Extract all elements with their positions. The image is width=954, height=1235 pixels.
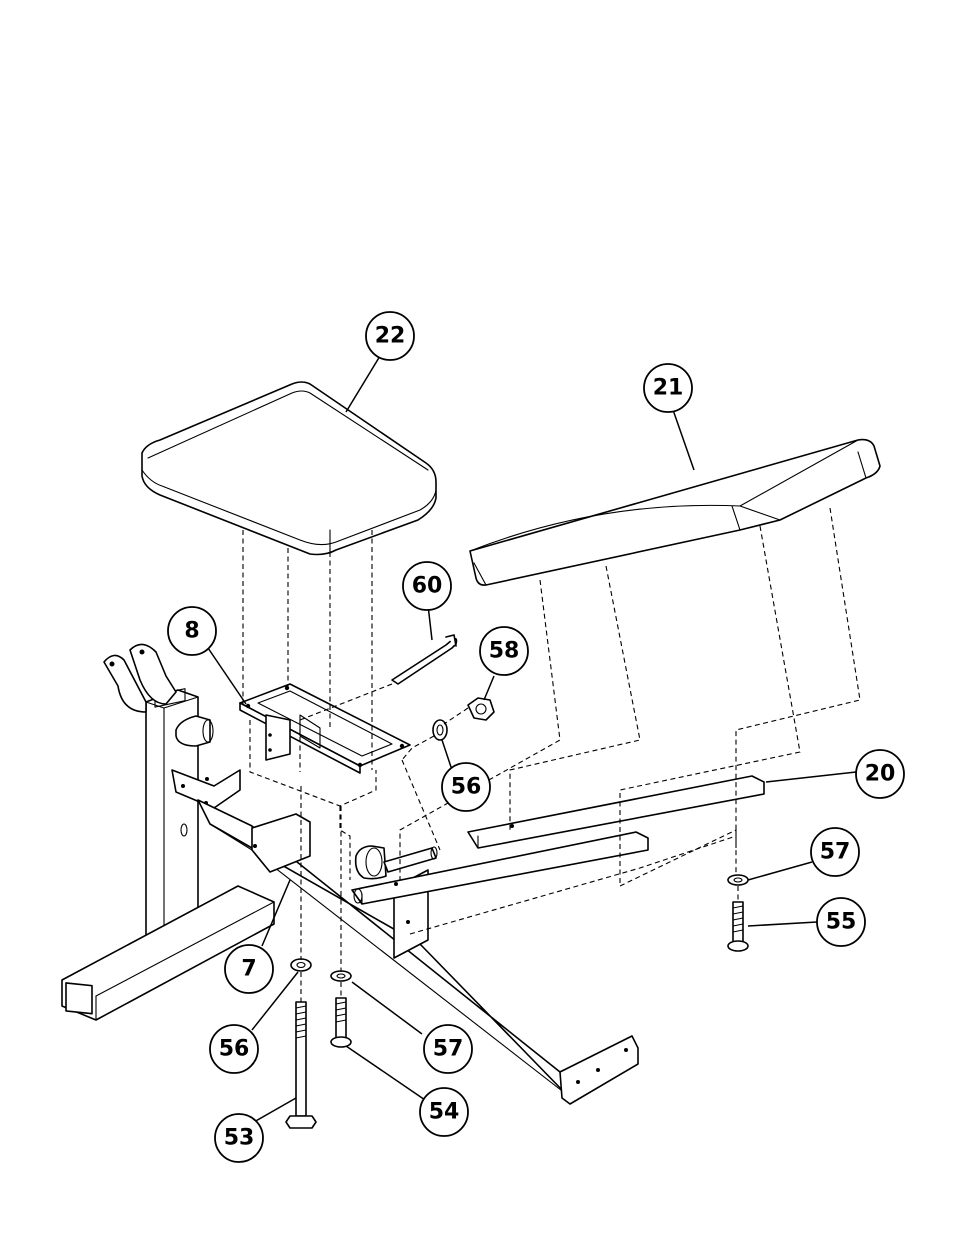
svg-text:60: 60 bbox=[412, 574, 443, 599]
callout-8: 8 bbox=[168, 607, 216, 655]
washer-57-lower bbox=[331, 971, 351, 981]
svg-text:58: 58 bbox=[489, 639, 520, 664]
callout-53: 53 bbox=[215, 1114, 263, 1162]
seat-pad bbox=[142, 382, 436, 555]
svg-text:20: 20 bbox=[865, 762, 896, 787]
main-frame bbox=[62, 644, 638, 1104]
back-pad bbox=[470, 440, 880, 586]
svg-text:54: 54 bbox=[429, 1100, 460, 1125]
callout-21: 21 bbox=[644, 364, 692, 412]
washer-56-lower bbox=[291, 959, 311, 971]
back-support-frame bbox=[352, 776, 764, 904]
callout-55: 55 bbox=[817, 898, 865, 946]
svg-text:8: 8 bbox=[184, 619, 199, 644]
callout-54: 54 bbox=[420, 1088, 468, 1136]
callout-57-lower: 57 bbox=[424, 1025, 472, 1073]
bolt-53 bbox=[286, 1002, 316, 1128]
callout-22: 22 bbox=[366, 312, 414, 360]
callout-56-upper: 56 bbox=[442, 763, 490, 811]
bolt-54 bbox=[331, 998, 351, 1047]
svg-text:56: 56 bbox=[451, 775, 482, 800]
svg-text:56: 56 bbox=[219, 1037, 250, 1062]
washer-57-right bbox=[728, 875, 748, 885]
svg-text:55: 55 bbox=[826, 910, 857, 935]
seat-bracket bbox=[240, 684, 410, 773]
svg-text:57: 57 bbox=[820, 840, 851, 865]
svg-text:53: 53 bbox=[224, 1126, 255, 1151]
nut bbox=[468, 698, 494, 720]
callout-56-lower: 56 bbox=[210, 1025, 258, 1073]
callout-20: 20 bbox=[856, 750, 904, 798]
svg-text:21: 21 bbox=[653, 376, 684, 401]
svg-text:57: 57 bbox=[433, 1037, 464, 1062]
svg-text:22: 22 bbox=[375, 324, 406, 349]
svg-text:7: 7 bbox=[241, 957, 256, 982]
callout-7: 7 bbox=[225, 945, 273, 993]
callout-58: 58 bbox=[480, 627, 528, 675]
pull-pin bbox=[392, 635, 457, 684]
bolt-55 bbox=[728, 902, 748, 951]
callout-57-right: 57 bbox=[811, 828, 859, 876]
callout-60: 60 bbox=[403, 562, 451, 610]
